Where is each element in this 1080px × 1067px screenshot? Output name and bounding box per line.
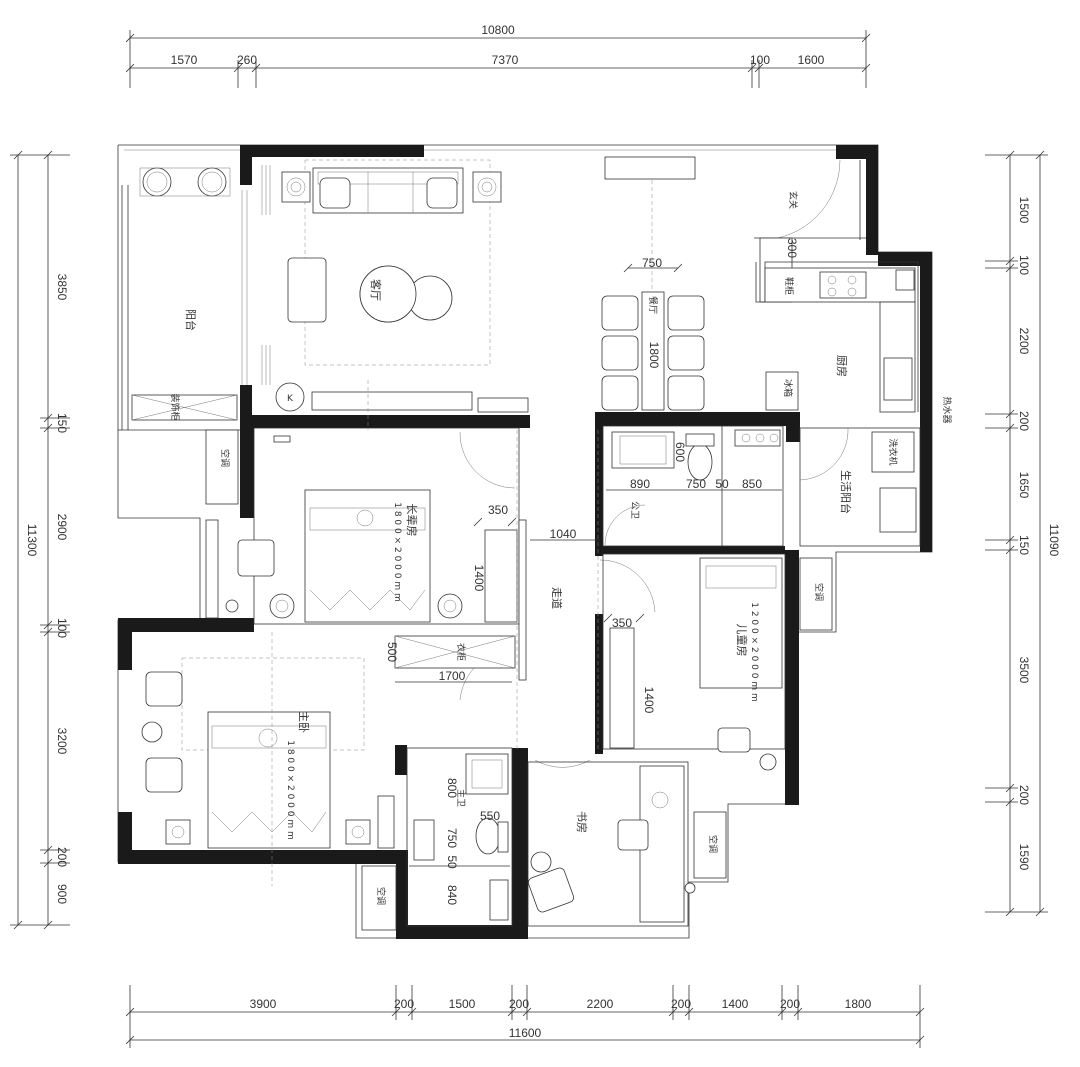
- label-k: K: [287, 394, 294, 404]
- dim-entrance-300: 300: [785, 238, 799, 258]
- dim-right-6: 150: [1017, 535, 1031, 555]
- dim-bath-600: 600: [673, 442, 687, 462]
- label-washer: 洗衣机: [887, 438, 899, 465]
- dim-elder-1400: 1400: [472, 565, 486, 592]
- dim-mbath-800: 800: [445, 778, 459, 798]
- right-dimensions: 1500 100 2200 200 1650 150 3500 200 1590…: [985, 150, 1061, 917]
- room-label-child: 儿童房: [735, 624, 749, 657]
- dim-left-2: 150: [55, 413, 69, 433]
- walls: [117, 144, 933, 939]
- dim-bottom-5: 2200: [587, 997, 614, 1011]
- label-elder-bed: 1 8 0 0 × 2 0 0 0 m m: [392, 502, 402, 602]
- room-label-kitchen: 厨房: [835, 355, 848, 377]
- dim-left-4: 100: [55, 618, 69, 638]
- room-label-entrance: 玄关: [787, 191, 799, 209]
- dim-left-6: 200: [55, 847, 69, 867]
- label-water-heater: 热水器: [941, 396, 953, 423]
- label-shoe-cabinet: 鞋柜: [783, 277, 795, 295]
- dim-bath-750: 750: [686, 477, 706, 491]
- label-ac-study: 空调: [707, 835, 719, 853]
- dim-left-total: 11300: [25, 524, 39, 557]
- room-label-balcony: 阳台: [184, 309, 198, 331]
- dim-left-5: 3200: [55, 728, 69, 755]
- dim-right-1: 1500: [1017, 197, 1031, 224]
- dim-right-5: 1650: [1017, 472, 1031, 499]
- room-label-dining: 餐厅: [647, 296, 659, 314]
- room-label-utility: 生活阳台: [839, 470, 853, 514]
- left-dimensions: 11300 3850 150 2900 100 3200 200 900: [10, 150, 70, 930]
- master-bedroom: 主卧 1 8 0 0 × 2 0 0 0 m m 衣柜 1700 500: [141, 632, 516, 886]
- room-label-elder: 长辈房: [405, 504, 419, 537]
- dim-top-1: 1570: [171, 53, 198, 67]
- balcony: 阳台 装饰柜: [118, 167, 248, 431]
- dim-mbath-50: 50: [445, 855, 459, 869]
- dim-bath-50: 50: [715, 477, 729, 491]
- room-label-corridor: 走道: [550, 587, 564, 609]
- child-room: 儿童房 1 2 0 0 × 2 0 0 0 m m 350 1400 空调: [602, 553, 833, 771]
- study: 书房 空调: [527, 761, 727, 927]
- dim-elder-350: 350: [488, 503, 508, 517]
- living-room: 客厅 K: [261, 159, 529, 430]
- dim-mbath-750: 750: [445, 828, 459, 848]
- dim-dining-1800: 1800: [647, 342, 661, 369]
- dim-child-1400: 1400: [642, 687, 656, 714]
- dim-right-4: 200: [1017, 411, 1031, 431]
- dim-dining-750: 750: [642, 256, 662, 270]
- bottom-dimensions: 3900 200 1500 200 2200 200 1400 200 1800…: [125, 985, 925, 1048]
- dim-right-2: 100: [1017, 255, 1031, 275]
- dim-left-3: 2900: [55, 514, 69, 541]
- dim-right-7: 3500: [1017, 657, 1031, 684]
- dim-bottom-1: 3900: [250, 997, 277, 1011]
- dim-top-2: 260: [237, 53, 257, 67]
- label-decor-cabinet: 装饰柜: [169, 393, 181, 420]
- dim-bath-890: 890: [630, 477, 650, 491]
- dim-bottom-6: 200: [671, 997, 691, 1011]
- room-label-public-bath: 公卫: [629, 501, 640, 519]
- dim-mbath-840: 840: [445, 885, 459, 905]
- dim-bottom-4: 200: [509, 997, 529, 1011]
- label-master-bed: 1 8 0 0 × 2 0 0 0 m m: [285, 740, 295, 840]
- dining-room: 750 餐厅 1800 玄关 300: [601, 152, 866, 411]
- dim-wardrobe-1700: 1700: [439, 669, 466, 683]
- room-label-master-bath: 主卫: [455, 789, 467, 807]
- corridor: 1040 走道: [459, 430, 656, 768]
- dim-top-3: 7370: [492, 53, 519, 67]
- label-ac-child: 空调: [813, 583, 825, 601]
- dim-child-350: 350: [612, 616, 632, 630]
- dim-right-9: 1590: [1017, 844, 1031, 871]
- dim-right-total: 11090: [1047, 524, 1061, 557]
- elder-room: 长辈房 1 8 0 0 × 2 0 0 0 m m 空调 350 1400: [205, 427, 520, 625]
- room-label-master: 主卧: [297, 711, 310, 733]
- dim-left-1: 3850: [55, 274, 69, 301]
- dim-left-7: 900: [55, 884, 69, 904]
- dim-right-3: 2200: [1017, 328, 1031, 355]
- dim-bottom-2: 200: [394, 997, 414, 1011]
- dim-top-total: 10800: [481, 23, 515, 37]
- label-child-bed: 1 2 0 0 × 2 0 0 0 m m: [749, 602, 759, 702]
- dim-right-8: 200: [1017, 785, 1031, 805]
- master-bath: 主卫 800 550 750 50 840 空调: [361, 747, 513, 931]
- dim-bath-850: 850: [742, 477, 762, 491]
- room-label-study: 书房: [575, 811, 588, 833]
- label-fridge: 冰箱: [782, 379, 794, 397]
- kitchen: 冰箱 厨房 热水器 鞋柜: [755, 261, 953, 424]
- utility-balcony: 洗衣机 生活阳台: [799, 427, 921, 547]
- dim-top-5: 1600: [798, 53, 825, 67]
- label-wardrobe: 衣柜: [455, 643, 467, 661]
- dim-top-4: 100: [750, 53, 770, 67]
- top-dimensions: 10800 1570 260 7370 100 1600: [125, 23, 871, 88]
- room-label-living: 客厅: [369, 279, 383, 301]
- dim-bottom-8: 200: [780, 997, 800, 1011]
- dim-bottom-total: 11600: [509, 1026, 542, 1040]
- label-ac-elder: 空调: [219, 449, 231, 467]
- public-bath: 600 890 750 50 850 公卫: [602, 425, 784, 547]
- dim-bottom-3: 1500: [449, 997, 476, 1011]
- label-ac-master: 空调: [375, 887, 387, 905]
- dim-wardrobe-500: 500: [385, 642, 399, 662]
- dim-corridor-1040: 1040: [550, 527, 577, 541]
- dim-bottom-9: 1800: [845, 997, 872, 1011]
- dim-bottom-7: 1400: [722, 997, 749, 1011]
- dim-mbath-550: 550: [480, 809, 500, 823]
